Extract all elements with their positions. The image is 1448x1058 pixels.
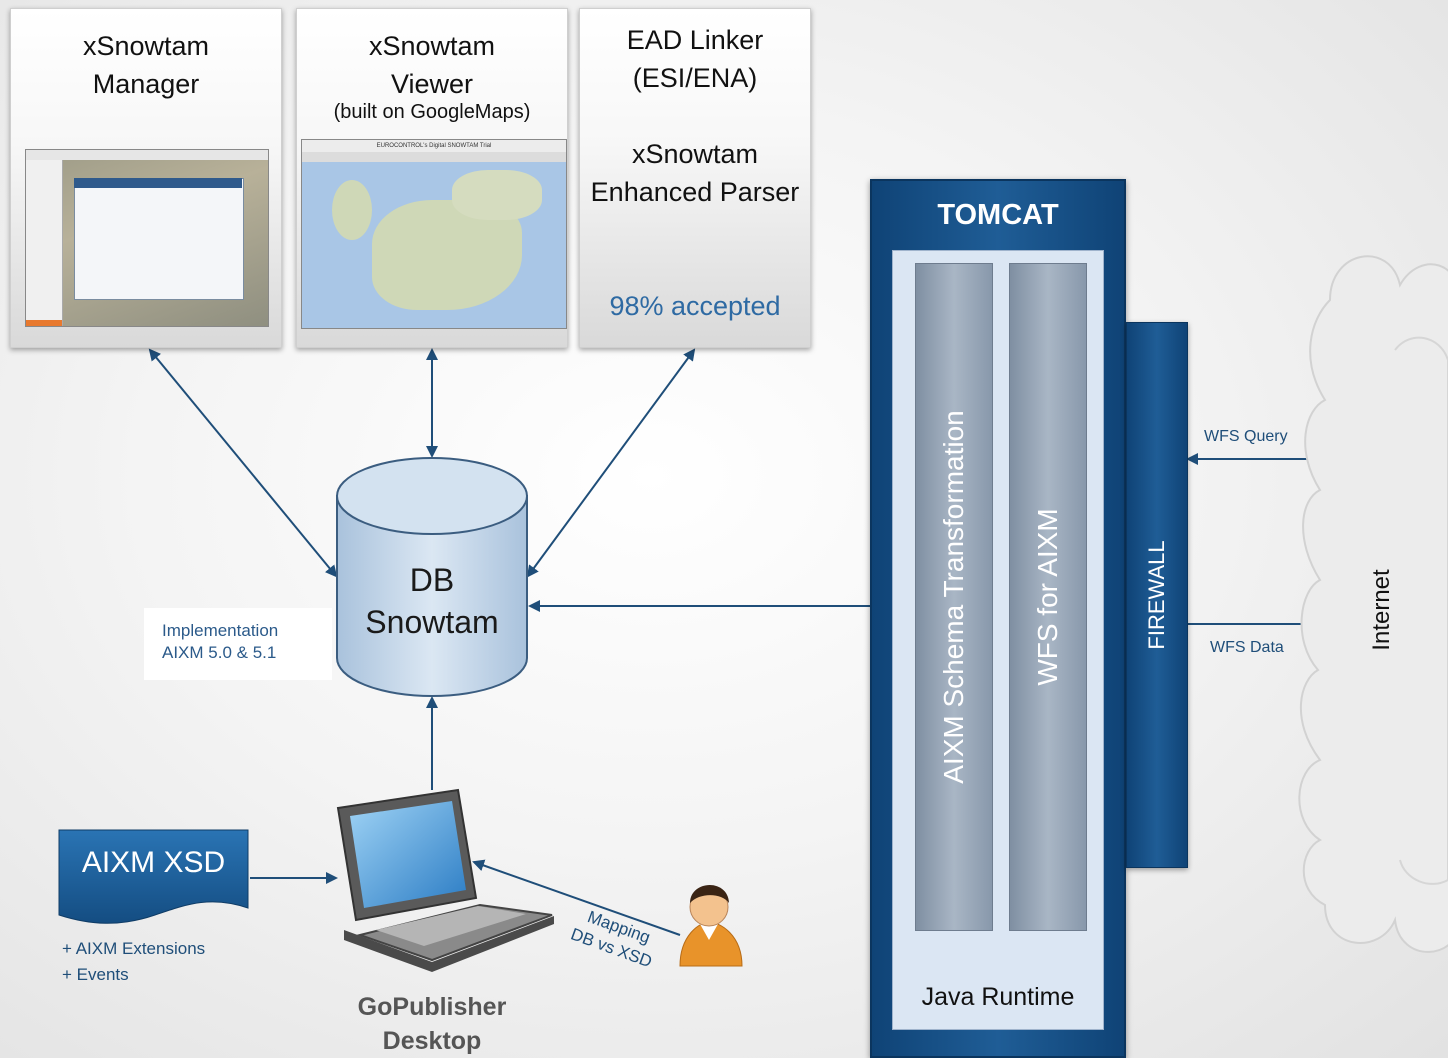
java-runtime-label: Java Runtime: [921, 983, 1075, 1011]
manager-title-line1: xSnowtam: [82, 31, 210, 61]
viewer-screenshot: EUROCONTROL's Digital SNOWTAM Trial: [301, 139, 567, 329]
xsd-label: AIXM XSD: [81, 846, 226, 879]
viewer-title-line2: Viewer: [390, 69, 474, 99]
arrow-person-laptop: [472, 859, 681, 936]
firewall-label: FIREWALL: [1144, 540, 1169, 650]
schema-transformation-label: AIXM Schema Transformation: [938, 410, 969, 784]
arrow-manager-db: [148, 348, 338, 578]
db-cylinder: [336, 457, 528, 697]
viewer-title-line1: xSnowtam: [368, 31, 496, 61]
viewer-subtitle: (built on GoogleMaps): [333, 101, 531, 123]
java-runtime-panel: AIXM Schema Transformation WFS for AIXM …: [892, 250, 1104, 1030]
tomcat-title: TOMCAT: [937, 199, 1059, 231]
linker-parser-line1: xSnowtam: [631, 139, 759, 169]
wfs-for-aixm-bar: WFS for AIXM: [1009, 263, 1087, 931]
implementation-line2: AIXM 5.0 & 5.1: [162, 643, 277, 662]
wfs-for-aixm-label: WFS for AIXM: [1032, 508, 1063, 686]
linker-accepted: 98% accepted: [609, 291, 781, 321]
db-label-line1: DB: [409, 562, 455, 598]
db-label-line2: Snowtam: [365, 604, 499, 640]
schema-transformation-bar: AIXM Schema Transformation: [915, 263, 993, 931]
xsd-document-shape: [58, 829, 249, 924]
manager-screenshot: [25, 149, 269, 327]
person-icon: [679, 884, 743, 967]
internet-cloud: [1298, 255, 1448, 953]
desktop-line1: GoPublisher: [357, 993, 507, 1021]
linker-title-line2: (ESI/ENA): [632, 63, 758, 93]
manager-title-line2: Manager: [92, 69, 200, 99]
implementation-line1: Implementation: [162, 621, 279, 640]
xsd-ext-line2: + Events: [62, 965, 129, 984]
linker-parser-line2: Enhanced Parser: [590, 177, 800, 207]
linker-title-line1: EAD Linker: [626, 25, 764, 55]
xsd-ext-line1: + AIXM Extensions: [62, 939, 206, 958]
desktop-line2: Desktop: [382, 1027, 482, 1055]
card-xsnowtam-manager: xSnowtam Manager: [10, 8, 282, 348]
wfs-data-label: WFS Data: [1210, 639, 1284, 656]
laptop-icon: [336, 788, 554, 972]
implementation-note: Implementation AIXM 5.0 & 5.1: [144, 608, 332, 680]
card-ead-linker: EAD Linker (ESI/ENA) xSnowtam Enhanced P…: [579, 8, 811, 348]
internet-label-text: Internet: [1368, 569, 1395, 651]
wfs-query-label: WFS Query: [1204, 428, 1288, 445]
arrow-linker-db: [526, 348, 696, 578]
card-xsnowtam-viewer: xSnowtam Viewer (built on GoogleMaps) EU…: [296, 8, 568, 348]
tomcat-container: TOMCAT AIXM Schema Transformation WFS fo…: [870, 179, 1126, 1058]
desktop-label: GoPublisher Desktop: [332, 990, 532, 1058]
internet-label: Internet: [1362, 500, 1402, 720]
firewall: FIREWALL: [1126, 322, 1188, 868]
